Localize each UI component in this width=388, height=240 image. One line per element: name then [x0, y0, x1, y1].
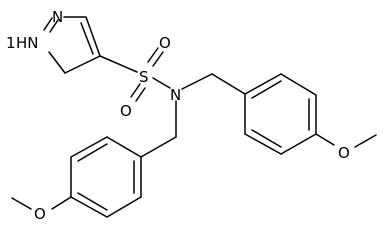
bond-s-o-top-a	[147, 47, 159, 63]
ring-right-bond-5	[244, 133, 282, 155]
bond-o-ch3-left	[11, 197, 32, 210]
bond-nh-n1	[49, 19, 59, 33]
atom-pyrazole-nh: HN	[16, 34, 39, 52]
ring-left-inner-3	[77, 143, 108, 162]
ring-right-bond-4	[280, 133, 317, 155]
bond-c-c4	[85, 16, 101, 57]
bond-c4-s	[99, 55, 138, 73]
atom-sulfonamide-n: N	[170, 86, 181, 104]
bond-nh-n1-inner	[43, 17, 53, 31]
atom-methoxy-o-left: O	[34, 205, 46, 223]
bond-s-o-bottom-a	[130, 83, 141, 98]
ring-left-bond-3	[70, 196, 108, 218]
ring-left-bond-5	[70, 136, 108, 158]
ring-left-inner-2	[77, 192, 108, 211]
ring-right-bond-1	[244, 73, 282, 95]
ring-left-bond-2	[106, 196, 142, 218]
atom-methoxy-o-right: O	[338, 144, 350, 162]
structure-canvas: N 1 HN S O O N O O	[6, 8, 377, 223]
bond-c5-nh	[48, 51, 66, 74]
left-benzyl-group	[11, 100, 177, 218]
sulfonyl-group	[99, 47, 171, 102]
bond-ring-o-right	[315, 133, 335, 146]
bond-o-ch3-right	[354, 134, 377, 148]
right-benzyl-group	[181, 73, 377, 155]
atom-oxygen-top: O	[159, 34, 171, 52]
bond-n-ch2-right	[181, 73, 213, 90]
ring-right-bond-2	[280, 73, 317, 96]
molecule-structure: N 1 HN S O O N O O	[6, 8, 377, 223]
bond-c-c4-inner	[80, 22, 94, 55]
bond-ring-o-left	[51, 196, 72, 210]
ring-left-bond-6	[106, 136, 142, 158]
bond-s-o-bottom-b	[135, 87, 146, 102]
atom-sulfur: S	[139, 68, 149, 86]
bond-ch2-ring-left	[140, 136, 177, 158]
pyrazole-ring	[43, 16, 101, 74]
atom-oxygen-bottom: O	[120, 102, 132, 120]
ring-right-inner-1	[251, 80, 282, 99]
bond-ch2-ring-right	[211, 73, 246, 95]
bond-c4-c5	[64, 55, 101, 74]
atom-pyrazole-n1: N	[52, 8, 63, 26]
bond-s-n	[152, 77, 171, 89]
bond-s-o-top-b	[152, 51, 164, 67]
ring-right-inner-3	[251, 129, 282, 148]
atom-pyrazole-nh-prefix: 1	[6, 34, 16, 52]
